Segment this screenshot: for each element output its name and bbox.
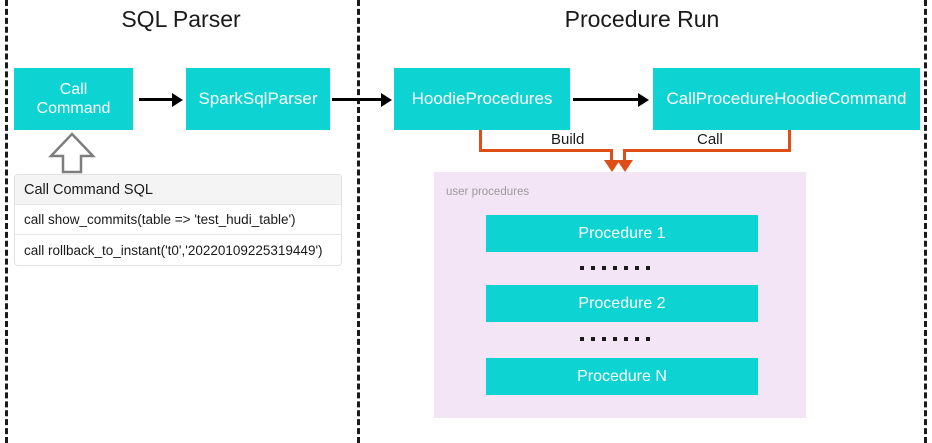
node-call-command-line1: Call	[59, 81, 88, 98]
sql-table: Call Command SQL call show_commits(table…	[14, 174, 342, 266]
procedure-box-n-label: Procedure N	[577, 367, 667, 385]
ellipsis-dots-1	[580, 266, 650, 270]
user-procedures-label: user procedures	[446, 186, 530, 198]
arrow-head-parser-to-hoodie-procedures	[381, 93, 392, 107]
arrow-head-hoodie-procedures-to-call-command	[638, 93, 649, 107]
procedure-box-2[interactable]: Procedure 2	[486, 285, 758, 322]
procedure-box-1[interactable]: Procedure 1	[486, 215, 758, 252]
arrow-call-command-to-parser	[139, 98, 173, 101]
procedure-box-n[interactable]: Procedure N	[486, 358, 758, 395]
arrow-head-call-command-to-parser	[172, 93, 183, 107]
call-connector-vertical-right	[788, 130, 791, 152]
node-call-procedure-hoodie-command[interactable]: CallProcedureHoodieCommand	[653, 68, 920, 130]
arrow-hoodie-procedures-to-call-command	[573, 98, 639, 101]
sql-table-row: call rollback_to_instant('t0','202201092…	[24, 242, 323, 258]
divider-right	[924, 0, 927, 443]
uparrow-sql-to-call-command	[48, 132, 96, 174]
node-hoodie-procedures-label: HoodieProcedures	[411, 89, 553, 108]
call-connector-horizontal	[623, 149, 791, 152]
procedure-box-2-label: Procedure 2	[578, 294, 666, 312]
section-title-sql-parser: SQL Parser	[121, 6, 241, 32]
arrow-parser-to-hoodie-procedures	[332, 98, 382, 101]
node-call-command-line2: Command	[36, 100, 111, 117]
procedure-box-1-label: Procedure 1	[578, 224, 666, 242]
build-connector-vertical-down	[610, 149, 613, 161]
node-hoodie-procedures[interactable]: HoodieProcedures	[394, 68, 570, 130]
build-connector-arrowhead	[604, 160, 620, 172]
divider-left	[5, 0, 8, 443]
build-connector-horizontal	[479, 149, 613, 152]
call-connector-arrowhead	[617, 160, 633, 172]
section-title-procedure-run: Procedure Run	[564, 6, 720, 32]
node-call-procedure-hoodie-command-label: CallProcedureHoodieCommand	[666, 89, 907, 108]
sql-table-header: Call Command SQL	[15, 175, 341, 205]
ellipsis-dots-2	[580, 337, 650, 341]
edge-label-build: Build	[547, 131, 589, 148]
divider-middle	[357, 0, 360, 443]
call-connector-vertical-down	[623, 149, 626, 161]
edge-label-call: Call	[693, 131, 727, 148]
node-spark-sql-parser[interactable]: SparkSqlParser	[186, 68, 330, 130]
sql-table-row: call show_commits(table => 'test_hudi_ta…	[15, 205, 341, 235]
node-spark-sql-parser-label: SparkSqlParser	[198, 89, 318, 108]
build-connector-vertical-left	[479, 130, 482, 152]
node-call-command[interactable]: Call Command	[14, 68, 133, 130]
